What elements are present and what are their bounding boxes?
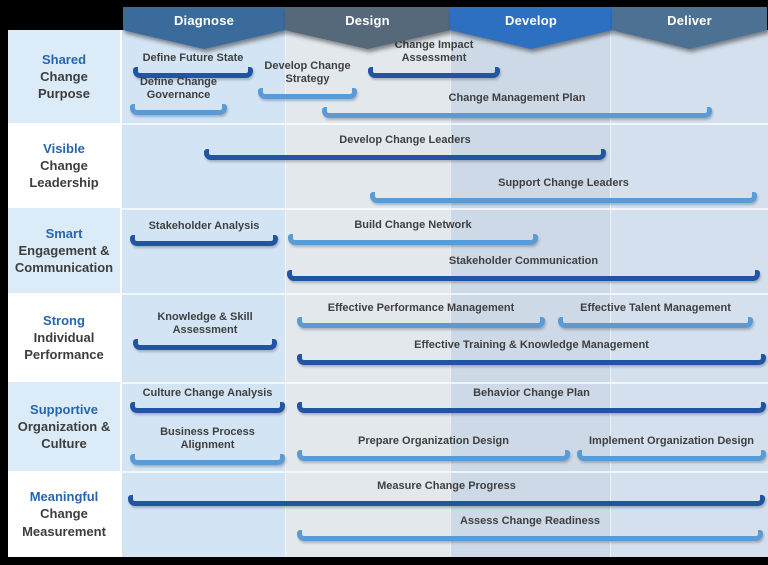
row-separator <box>8 208 768 210</box>
row-title-highlight: Meaningful <box>29 489 99 505</box>
activity-develop-change-strategy: Develop Change Strategy <box>258 60 357 99</box>
timeline-bracket <box>133 67 253 78</box>
timeline-bracket <box>288 234 538 245</box>
row-separator <box>8 382 768 384</box>
row-title-rest: Individual Performance <box>24 329 104 363</box>
timeline-bracket <box>130 454 285 465</box>
row-title-smart-engagement-communication: Smart Engagement & Communication <box>8 208 122 293</box>
timeline-bracket <box>577 450 766 461</box>
row-title-highlight: Strong <box>43 312 85 328</box>
timeline-bracket <box>258 88 357 99</box>
chevron-shape: Design <box>285 7 450 49</box>
row-title-highlight: Visible <box>43 140 85 156</box>
timeline-bracket <box>130 235 278 246</box>
timeline-bracket <box>204 149 606 160</box>
activity-prepare-organization-design: Prepare Organization Design <box>297 435 570 461</box>
activity-stakeholder-communication: Stakeholder Communication <box>287 255 760 281</box>
timeline-bracket <box>370 192 757 203</box>
row-title-highlight: Shared <box>41 51 87 67</box>
activity-measure-change-progress: Measure Change Progress <box>128 480 765 506</box>
chevron-shape: Develop <box>450 7 612 49</box>
phase-label: Deliver <box>667 13 712 28</box>
activity-develop-change-leaders: Develop Change Leaders <box>204 134 606 160</box>
activity-define-change-governance: Define Change Governance <box>130 76 227 115</box>
timeline-bracket <box>287 270 760 281</box>
row-title-rest: Organization & Culture <box>17 418 111 452</box>
activity-culture-change-analysis: Culture Change Analysis <box>130 387 285 413</box>
activity-change-management-plan: Change Management Plan <box>322 92 712 118</box>
phase-banner-design: Design <box>285 7 450 49</box>
chevron-shape: Deliver <box>612 7 767 49</box>
timeline-bracket <box>130 104 227 115</box>
row-separator <box>8 293 768 295</box>
phase-banner-deliver: Deliver <box>612 7 767 49</box>
row-title-highlight: Supportive <box>30 401 98 417</box>
activity-business-process-alignment: Business Process Alignment <box>130 423 285 465</box>
row-title-strong-individual-performance: Strong Individual Performance <box>8 293 122 382</box>
timeline-bracket <box>297 450 570 461</box>
phase-banner-develop: Develop <box>450 7 612 49</box>
phase-banner-diagnose: Diagnose <box>123 7 285 49</box>
timeline-bracket <box>297 402 766 413</box>
activity-implement-organization-design: Implement Organization Design <box>577 435 766 461</box>
row-title-highlight: Smart <box>45 225 83 241</box>
row-title-rest: Engagement & Communication <box>14 242 114 276</box>
row-title-shared-change-purpose: Shared Change Purpose <box>8 30 122 123</box>
activity-effective-talent-management: Effective Talent Management <box>558 302 753 328</box>
activity-change-impact-assessment: Change Impact Assessment <box>368 39 500 78</box>
phase-label: Design <box>345 13 390 28</box>
row-separator <box>8 471 768 473</box>
row-separator <box>8 123 768 125</box>
activity-build-change-network: Build Change Network <box>288 219 538 245</box>
activity-behavior-change-plan: Behavior Change Plan <box>297 387 766 413</box>
timeline-bracket <box>297 530 763 541</box>
timeline-bracket <box>297 317 545 328</box>
timeline-bracket <box>128 495 765 506</box>
activity-knowledge-skill-assessment: Knowledge & Skill Assessment <box>133 303 277 350</box>
row-title-rest: Change Purpose <box>37 68 90 102</box>
row-title-visible-change-leadership: Visible Change Leadership <box>8 123 122 208</box>
activity-define-future-state: Define Future State <box>133 52 253 78</box>
timeline-bracket <box>130 402 285 413</box>
activity-effective-performance-management: Effective Performance Management <box>297 302 545 328</box>
activity-stakeholder-analysis: Stakeholder Analysis <box>130 220 278 246</box>
activity-assess-change-readiness: Assess Change Readiness <box>297 515 763 541</box>
phase-label: Develop <box>505 13 557 28</box>
phase-label: Diagnose <box>173 13 235 28</box>
row-title-meaningful-change-measurement: Meaningful Change Measurement <box>8 471 122 557</box>
row-title-supportive-organization-culture: Supportive Organization & Culture <box>8 382 122 471</box>
row-title-rest: Change Leadership <box>29 157 99 191</box>
timeline-bracket <box>558 317 753 328</box>
timeline-bracket <box>322 107 712 118</box>
activity-effective-training-knowledge-management: Effective Training & Knowledge Managemen… <box>297 339 766 365</box>
activity-support-change-leaders: Support Change Leaders <box>370 177 757 203</box>
timeline-bracket <box>133 339 277 350</box>
timeline-bracket <box>297 354 766 365</box>
timeline-bracket <box>368 67 500 78</box>
chevron-shape: Diagnose <box>123 7 285 49</box>
row-title-rest: Change Measurement <box>22 506 106 539</box>
